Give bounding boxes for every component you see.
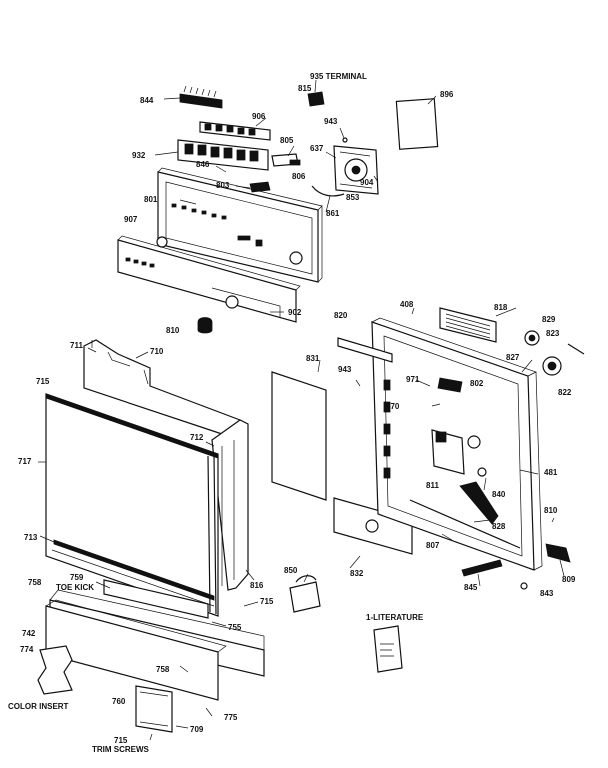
part-902-trim-strip xyxy=(117,235,301,323)
part-932-switch-assembly xyxy=(154,139,269,171)
part-810-knob xyxy=(197,317,213,334)
label-816: 816 xyxy=(250,581,264,590)
part-775-kick-panel xyxy=(45,599,227,701)
label-810b: 810 xyxy=(544,506,558,515)
part-850-bracket xyxy=(289,581,321,613)
label-759: 759 xyxy=(70,573,84,582)
label-811: 811 xyxy=(426,481,439,490)
label-840: 840 xyxy=(492,490,506,499)
label-907: 907 xyxy=(124,215,138,224)
part-712-side-rail xyxy=(211,419,249,591)
label-758: 758 xyxy=(28,578,42,587)
label-802: 802 xyxy=(470,379,484,388)
part-820-detergent-bar xyxy=(337,337,393,363)
label-760: 760 xyxy=(112,697,126,706)
label-711: 711 xyxy=(70,341,83,350)
part-805-806-brackets xyxy=(271,153,301,167)
label-818: 818 xyxy=(494,303,508,312)
part-760-bracket xyxy=(135,685,173,733)
label-850: 850 xyxy=(284,566,298,575)
label-758b: 758 xyxy=(156,665,170,674)
part-717-outer-door xyxy=(45,393,219,617)
label-755: 755 xyxy=(228,623,242,632)
part-845-spring xyxy=(461,559,503,577)
label-935: 935 TERMINAL xyxy=(310,72,367,81)
part-831-insulation xyxy=(271,371,327,501)
label-710: 710 xyxy=(150,347,164,356)
label-820: 820 xyxy=(334,311,348,320)
part-907-knob xyxy=(156,236,168,248)
part-906-switch-strip xyxy=(199,121,271,141)
label-775: 775 xyxy=(224,713,238,722)
label-829: 829 xyxy=(542,315,556,324)
label-902: 902 xyxy=(288,308,302,317)
part-711-outer-door-frame xyxy=(83,339,241,441)
label-literature: 1-LITERATURE xyxy=(366,613,424,622)
label-712: 712 xyxy=(190,433,204,442)
label-toe-kick: TOE KICK xyxy=(56,583,94,592)
label-774: 774 xyxy=(20,645,34,654)
label-801: 801 xyxy=(144,195,158,204)
label-color-insert: COLOR INSERT xyxy=(8,702,69,711)
part-815-terminal xyxy=(307,79,325,107)
label-717: 717 xyxy=(18,457,32,466)
label-971: 971 xyxy=(406,375,420,384)
part-774-color-insert xyxy=(37,645,73,695)
label-943b: 943 xyxy=(338,365,352,374)
label-815: 815 xyxy=(298,84,312,93)
label-809: 809 xyxy=(562,575,576,584)
label-845: 845 xyxy=(464,583,478,592)
part-811-dispenser xyxy=(431,429,481,475)
label-943: 943 xyxy=(324,117,338,126)
part-822-gear xyxy=(524,330,585,376)
label-trim-screws: TRIM SCREWS xyxy=(92,745,150,754)
part-904-timer xyxy=(311,137,379,197)
label-932: 932 xyxy=(132,151,146,160)
label-846: 846 xyxy=(196,160,210,169)
label-827: 827 xyxy=(506,353,520,362)
label-844: 844 xyxy=(140,96,154,105)
label-870: 870 xyxy=(386,402,400,411)
label-713: 713 xyxy=(24,533,38,542)
label-709: 709 xyxy=(190,725,204,734)
label-853: 853 xyxy=(346,193,360,202)
label-822: 822 xyxy=(558,388,572,397)
label-831: 831 xyxy=(306,354,320,363)
part-896-pad xyxy=(395,98,439,150)
label-805: 805 xyxy=(280,136,294,145)
label-637: 637 xyxy=(310,144,324,153)
part-843 xyxy=(520,582,528,590)
part-828-arm xyxy=(459,481,499,525)
label-861: 861 xyxy=(326,209,340,218)
label-906: 906 xyxy=(252,112,266,121)
leader-lines xyxy=(38,117,565,741)
label-806: 806 xyxy=(292,172,306,181)
label-742: 742 xyxy=(22,629,36,638)
part-802-latch xyxy=(437,377,463,393)
part-809-hinge xyxy=(545,543,571,563)
part-844-connector xyxy=(163,85,223,109)
label-408: 408 xyxy=(400,300,414,309)
label-715b: 715 xyxy=(260,597,274,606)
label-807: 807 xyxy=(426,541,440,550)
part-803 xyxy=(249,181,271,193)
label-823: 823 xyxy=(546,329,560,338)
part-840 xyxy=(477,467,487,477)
label-715: 715 xyxy=(36,377,50,386)
part-713-bottom-trim xyxy=(53,539,215,601)
label-810: 810 xyxy=(166,326,180,335)
label-803: 803 xyxy=(216,181,230,190)
label-832: 832 xyxy=(350,569,364,578)
label-904: 904 xyxy=(360,178,374,187)
part-818-vent xyxy=(439,307,497,343)
label-481: 481 xyxy=(544,468,558,477)
label-843: 843 xyxy=(540,589,554,598)
label-828: 828 xyxy=(492,522,506,531)
label-715c: 715 xyxy=(114,736,128,745)
part-literature xyxy=(373,625,403,673)
label-896: 896 xyxy=(440,90,454,99)
part-labels: 935 TERMINAL 815 896 844 906 943 805 637… xyxy=(8,72,576,754)
